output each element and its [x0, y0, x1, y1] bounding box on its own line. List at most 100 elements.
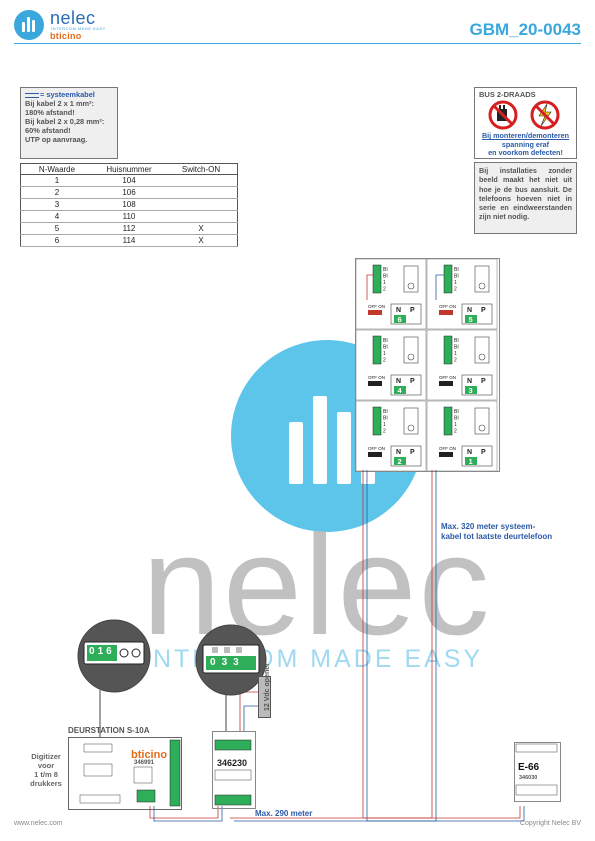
n-label: N: [467, 378, 472, 385]
warning-text: Bij monteren/demonteren spanning eraf en…: [475, 131, 576, 158]
brand-tagline: INTERCOM MADE EASY: [51, 26, 106, 31]
cable-legend: = systeemkabel: [25, 90, 113, 99]
table-cell: X: [165, 234, 238, 247]
digitizer-label: Digitizer voor 1 t/m 8 drukkers: [26, 752, 66, 788]
system-cable-icon: [25, 92, 39, 98]
handset-button-icon: [407, 424, 415, 432]
table-cell: 4: [20, 210, 93, 223]
terminal-label: BI: [454, 267, 459, 273]
p-label: P: [481, 378, 486, 385]
terminal-label: BI: [383, 267, 388, 273]
terminal-label: BI: [454, 338, 459, 344]
terminal-label: BI: [454, 274, 459, 280]
no-plug-icon: [488, 100, 560, 130]
col-header: Switch-ON: [165, 163, 238, 175]
terminal-label: 2: [454, 358, 457, 364]
switch-label: OFF ON: [439, 304, 456, 309]
n-value-box: [394, 457, 406, 465]
bus-wire-red: [363, 806, 521, 819]
footer-copyright: Copyright Nelec BV: [519, 820, 581, 827]
dip-digit: 1: [97, 646, 107, 657]
door-station-label: DEURSTATION S-10A: [68, 726, 150, 735]
dipswitch-zoom-left: [77, 619, 151, 693]
note-line: UTP op aanvraag.: [25, 135, 88, 144]
note-line: 60% afstand!: [25, 126, 71, 135]
col-header: N-Waarde: [20, 163, 93, 175]
switch-label: OFF ON: [368, 375, 385, 380]
e66-module: [514, 742, 561, 802]
digitizer-line: voor: [37, 761, 55, 770]
footer-website: www.nelec.com: [14, 820, 63, 827]
terminal-label: BI: [454, 345, 459, 351]
terminal-label: 2: [383, 287, 386, 293]
table-cell: [165, 198, 238, 211]
header-divider: [14, 43, 581, 44]
bus-wire-blue: [367, 806, 525, 822]
handset-terminal-block: [443, 264, 453, 294]
max-290-label: Max. 290 meter: [255, 809, 313, 818]
table-cell: 108: [93, 198, 165, 211]
n-value-box: [394, 386, 406, 394]
n-value: 4: [398, 386, 403, 395]
digitizer-line: 1 t/m 8: [34, 770, 58, 779]
handset-terminal-block: [372, 406, 382, 436]
nelec-logo-icon: [14, 10, 44, 40]
bticino-logo: bticino: [50, 31, 82, 41]
handset-button-icon: [478, 424, 486, 432]
handset-button-icon: [478, 353, 486, 361]
n-value: 1: [469, 457, 473, 466]
handset-button-icon: [407, 353, 415, 361]
table-cell: 3: [20, 198, 93, 211]
handset-terminal-block: [372, 335, 382, 365]
terminal-label: 1: [454, 351, 457, 357]
door-station: [68, 737, 182, 810]
zoom-digits-left: 016: [89, 646, 115, 657]
n-label: N: [467, 449, 472, 456]
p-label: P: [481, 307, 486, 314]
terminal-label: BI: [454, 416, 459, 422]
p-label: P: [410, 449, 415, 456]
table-cell: 1: [20, 174, 93, 187]
warning-line: spanning eraf: [501, 139, 550, 149]
info-box: Bij installaties zonder beeld maakt het …: [474, 162, 577, 234]
table-cell: 2: [20, 186, 93, 199]
terminal-label: BI: [383, 345, 388, 351]
door-station-terminals: [79, 739, 181, 807]
n-value: 3: [469, 386, 473, 395]
handset-terminal-block: [443, 335, 453, 365]
handset-receiver-icon: [474, 265, 490, 293]
terminal-label: BI: [383, 338, 388, 344]
dip-switch-icon: [439, 310, 453, 315]
handset-terminal-block: [372, 264, 382, 294]
note-line: Bij kabel 2 x 0,28 mm²:: [25, 117, 105, 126]
table-cell: 5: [20, 222, 93, 235]
watermark-logo-icon: [231, 340, 423, 532]
door-model: 346991: [134, 760, 155, 766]
lock-wire-red: [239, 691, 258, 731]
handset-button-icon: [478, 282, 486, 290]
door-brand: bticino: [131, 749, 168, 761]
dip-switch-icon: [439, 381, 453, 386]
dip-digit: 0: [89, 646, 98, 657]
terminal-label: BI: [383, 274, 388, 280]
switch-label: OFF ON: [439, 375, 456, 380]
switch-label: OFF ON: [439, 446, 456, 451]
n-value: 5: [469, 315, 473, 324]
watermark-brand: nelec: [142, 506, 492, 665]
terminal-label: 2: [454, 287, 457, 293]
warning-title: BUS 2-DRAADS: [479, 90, 536, 99]
table-cell: 6: [20, 234, 93, 247]
n-value: 2: [398, 457, 402, 466]
warning-box: BUS 2-DRAADS Bij monteren/demonteren spa…: [474, 87, 577, 159]
e66-model: E-66: [518, 762, 540, 773]
p-label: P: [410, 307, 415, 314]
lock-wire-blue: [243, 705, 258, 731]
